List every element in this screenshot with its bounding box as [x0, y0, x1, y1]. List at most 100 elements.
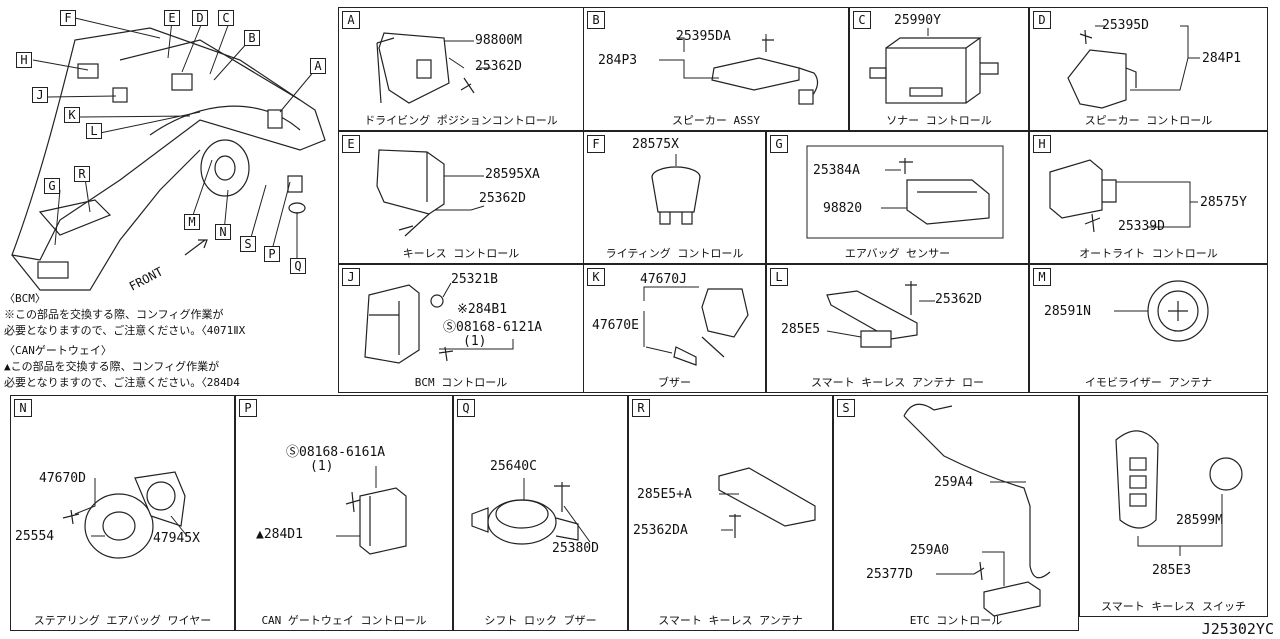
- callout-A: A: [310, 58, 326, 74]
- callout-M: M: [184, 214, 200, 230]
- panel-K: K 47670J 47670E ブザー: [583, 264, 766, 393]
- panel-letter: H: [1033, 135, 1051, 153]
- caption-D: スピーカー コントロール: [1084, 114, 1213, 127]
- panel-M: M 28591N イモビライザー アンテナ: [1029, 264, 1268, 393]
- part-284B1: ※284B1: [457, 302, 508, 317]
- part-25380D: 25380D: [552, 541, 599, 556]
- part-25395DA: 25395DA: [676, 29, 731, 44]
- callout-N: N: [215, 224, 231, 240]
- note-line-6: 必要となりますので、ご注意ください。〈284D4: [4, 376, 240, 389]
- panel-R: R 285E5+A 25362DA スマート キーレス アンテナ: [628, 395, 833, 631]
- panel-letter: Q: [457, 399, 475, 417]
- caption-S: ETC コントロール: [909, 614, 1003, 627]
- part-47670J: 47670J: [640, 272, 687, 287]
- part-285E5+A: 285E5+A: [637, 487, 692, 502]
- diagram-code: J25302YC: [1201, 620, 1274, 638]
- callout-J: J: [32, 87, 48, 103]
- part-47945X: 47945X: [153, 531, 200, 546]
- part-28575X: 28575X: [632, 137, 679, 152]
- callout-C: C: [218, 10, 234, 26]
- panel-letter: R: [632, 399, 650, 417]
- panel-N: N 47670D 25554 47945X ステアリング エアバッグ ワイヤー: [10, 395, 235, 631]
- caption-H: オートライト コントロール: [1079, 247, 1218, 260]
- part-284P3: 284P3: [598, 53, 638, 68]
- part-25384A: 25384A: [813, 163, 860, 178]
- panel-letter: C: [853, 11, 871, 29]
- panel-G: G 25384A 98820 エアバッグ センサー: [766, 131, 1029, 264]
- panel-letter: M: [1033, 268, 1051, 286]
- panel-E: E 28595XA 25362D キーレス コントロール: [338, 131, 584, 264]
- note-line-2: ※この部品を交換する際、コンフィグ作業が: [4, 308, 224, 321]
- callout-B: B: [244, 30, 260, 46]
- part-25377D: 25377D: [866, 567, 913, 582]
- part-25321B: 25321B: [451, 272, 498, 287]
- part-25990Y: 25990Y: [894, 13, 941, 28]
- panel-P: P Ⓢ08168-6161A (1) ▲284D1 CAN ゲートウェイ コント…: [235, 395, 453, 631]
- part-285E3: 285E3: [1152, 563, 1192, 578]
- part-08168-6161A: Ⓢ08168-6161A: [286, 445, 386, 460]
- note-line-3: 必要となりますので、ご注意ください。〈4071ⅡX: [4, 324, 246, 337]
- panel-letter: S: [837, 399, 855, 417]
- caption-C: ソナー コントロール: [886, 114, 992, 127]
- panel-J: J 25321B ※284B1 Ⓢ08168-6121A (1) BCM コント…: [338, 264, 584, 393]
- part-25339D: 25339D: [1118, 219, 1165, 234]
- part-259A0: 259A0: [910, 543, 950, 558]
- part-28575Y: 28575Y: [1200, 195, 1247, 210]
- part-25554: 25554: [15, 529, 55, 544]
- panel-letter: J: [342, 268, 360, 286]
- part-25362DA: 25362DA: [633, 523, 688, 538]
- caption-P: CAN ゲートウェイ コントロール: [261, 614, 427, 627]
- note-line-1: 〈BCM〉: [4, 292, 46, 305]
- part-qty-1: (1): [310, 459, 334, 474]
- panel-A: A 98800M 25362D ドライビング ポジションコントロール: [338, 7, 584, 131]
- panel-H: H 28575Y 25339D オートライト コントロール: [1029, 131, 1268, 264]
- callout-P: P: [264, 246, 280, 262]
- part-259A4: 259A4: [934, 475, 974, 490]
- overview-drawing: [11, 17, 326, 291]
- part-25362D: 25362D: [475, 59, 522, 74]
- note-line-4: 〈CANゲートウェイ〉: [4, 344, 112, 357]
- callout-K: K: [64, 107, 80, 123]
- panel-letter: F: [587, 135, 605, 153]
- part-08168-6121A: Ⓢ08168-6121A: [443, 320, 543, 335]
- part-47670D: 47670D: [39, 471, 86, 486]
- callout-L: L: [86, 123, 102, 139]
- panel-Q: Q 25640C 25380D シフト ロック ブザー: [453, 395, 628, 631]
- part-98800M: 98800M: [475, 33, 522, 48]
- panel-letter: A: [342, 11, 360, 29]
- note-line-5: ▲この部品を交換する際、コンフィグ作業が: [4, 360, 220, 373]
- part-285E5: 285E5: [781, 322, 821, 337]
- panel-B: B 25395DA 284P3 スピーカー ASSY: [583, 7, 849, 131]
- panel-letter: D: [1033, 11, 1051, 29]
- part-25362D: 25362D: [479, 191, 526, 206]
- part-28595XA: 28595XA: [485, 167, 540, 182]
- panel-letter: P: [239, 399, 257, 417]
- callout-D: D: [192, 10, 208, 26]
- panel-letter: K: [587, 268, 605, 286]
- caption-L: スマート キーレス アンテナ ロー: [810, 376, 985, 389]
- caption-N: ステアリング エアバッグ ワイヤー: [33, 614, 212, 627]
- part-qty-1: (1): [463, 334, 487, 349]
- part-47670E: 47670E: [592, 318, 639, 333]
- caption-M: イモビライザー アンテナ: [1084, 376, 1213, 389]
- part-25362D: 25362D: [935, 292, 982, 307]
- part-25640C: 25640C: [490, 459, 537, 474]
- caption-J: BCM コントロール: [414, 376, 508, 389]
- panel-T: 28599M 285E3 スマート キーレス スイッチ: [1079, 395, 1268, 617]
- panel-D: D 25395D 284P1 スピーカー コントロール: [1029, 7, 1268, 131]
- panel-F: F 28575X ライティング コントロール: [583, 131, 766, 264]
- panel-L: L 25362D 285E5 スマート キーレス アンテナ ロー: [766, 264, 1029, 393]
- panel-letter: L: [770, 268, 788, 286]
- caption-B: スピーカー ASSY: [671, 114, 761, 127]
- panel-letter: G: [770, 135, 788, 153]
- caption-E: キーレス コントロール: [402, 247, 520, 260]
- part-25395D: 25395D: [1102, 18, 1149, 33]
- caption-K: ブザー: [658, 376, 691, 389]
- panel-C: C 25990Y ソナー コントロール: [849, 7, 1029, 131]
- part-28591N: 28591N: [1044, 304, 1091, 319]
- callout-F: F: [60, 10, 76, 26]
- callout-E: E: [164, 10, 180, 26]
- caption-T: スマート キーレス スイッチ: [1101, 600, 1246, 613]
- callout-R: R: [74, 166, 90, 182]
